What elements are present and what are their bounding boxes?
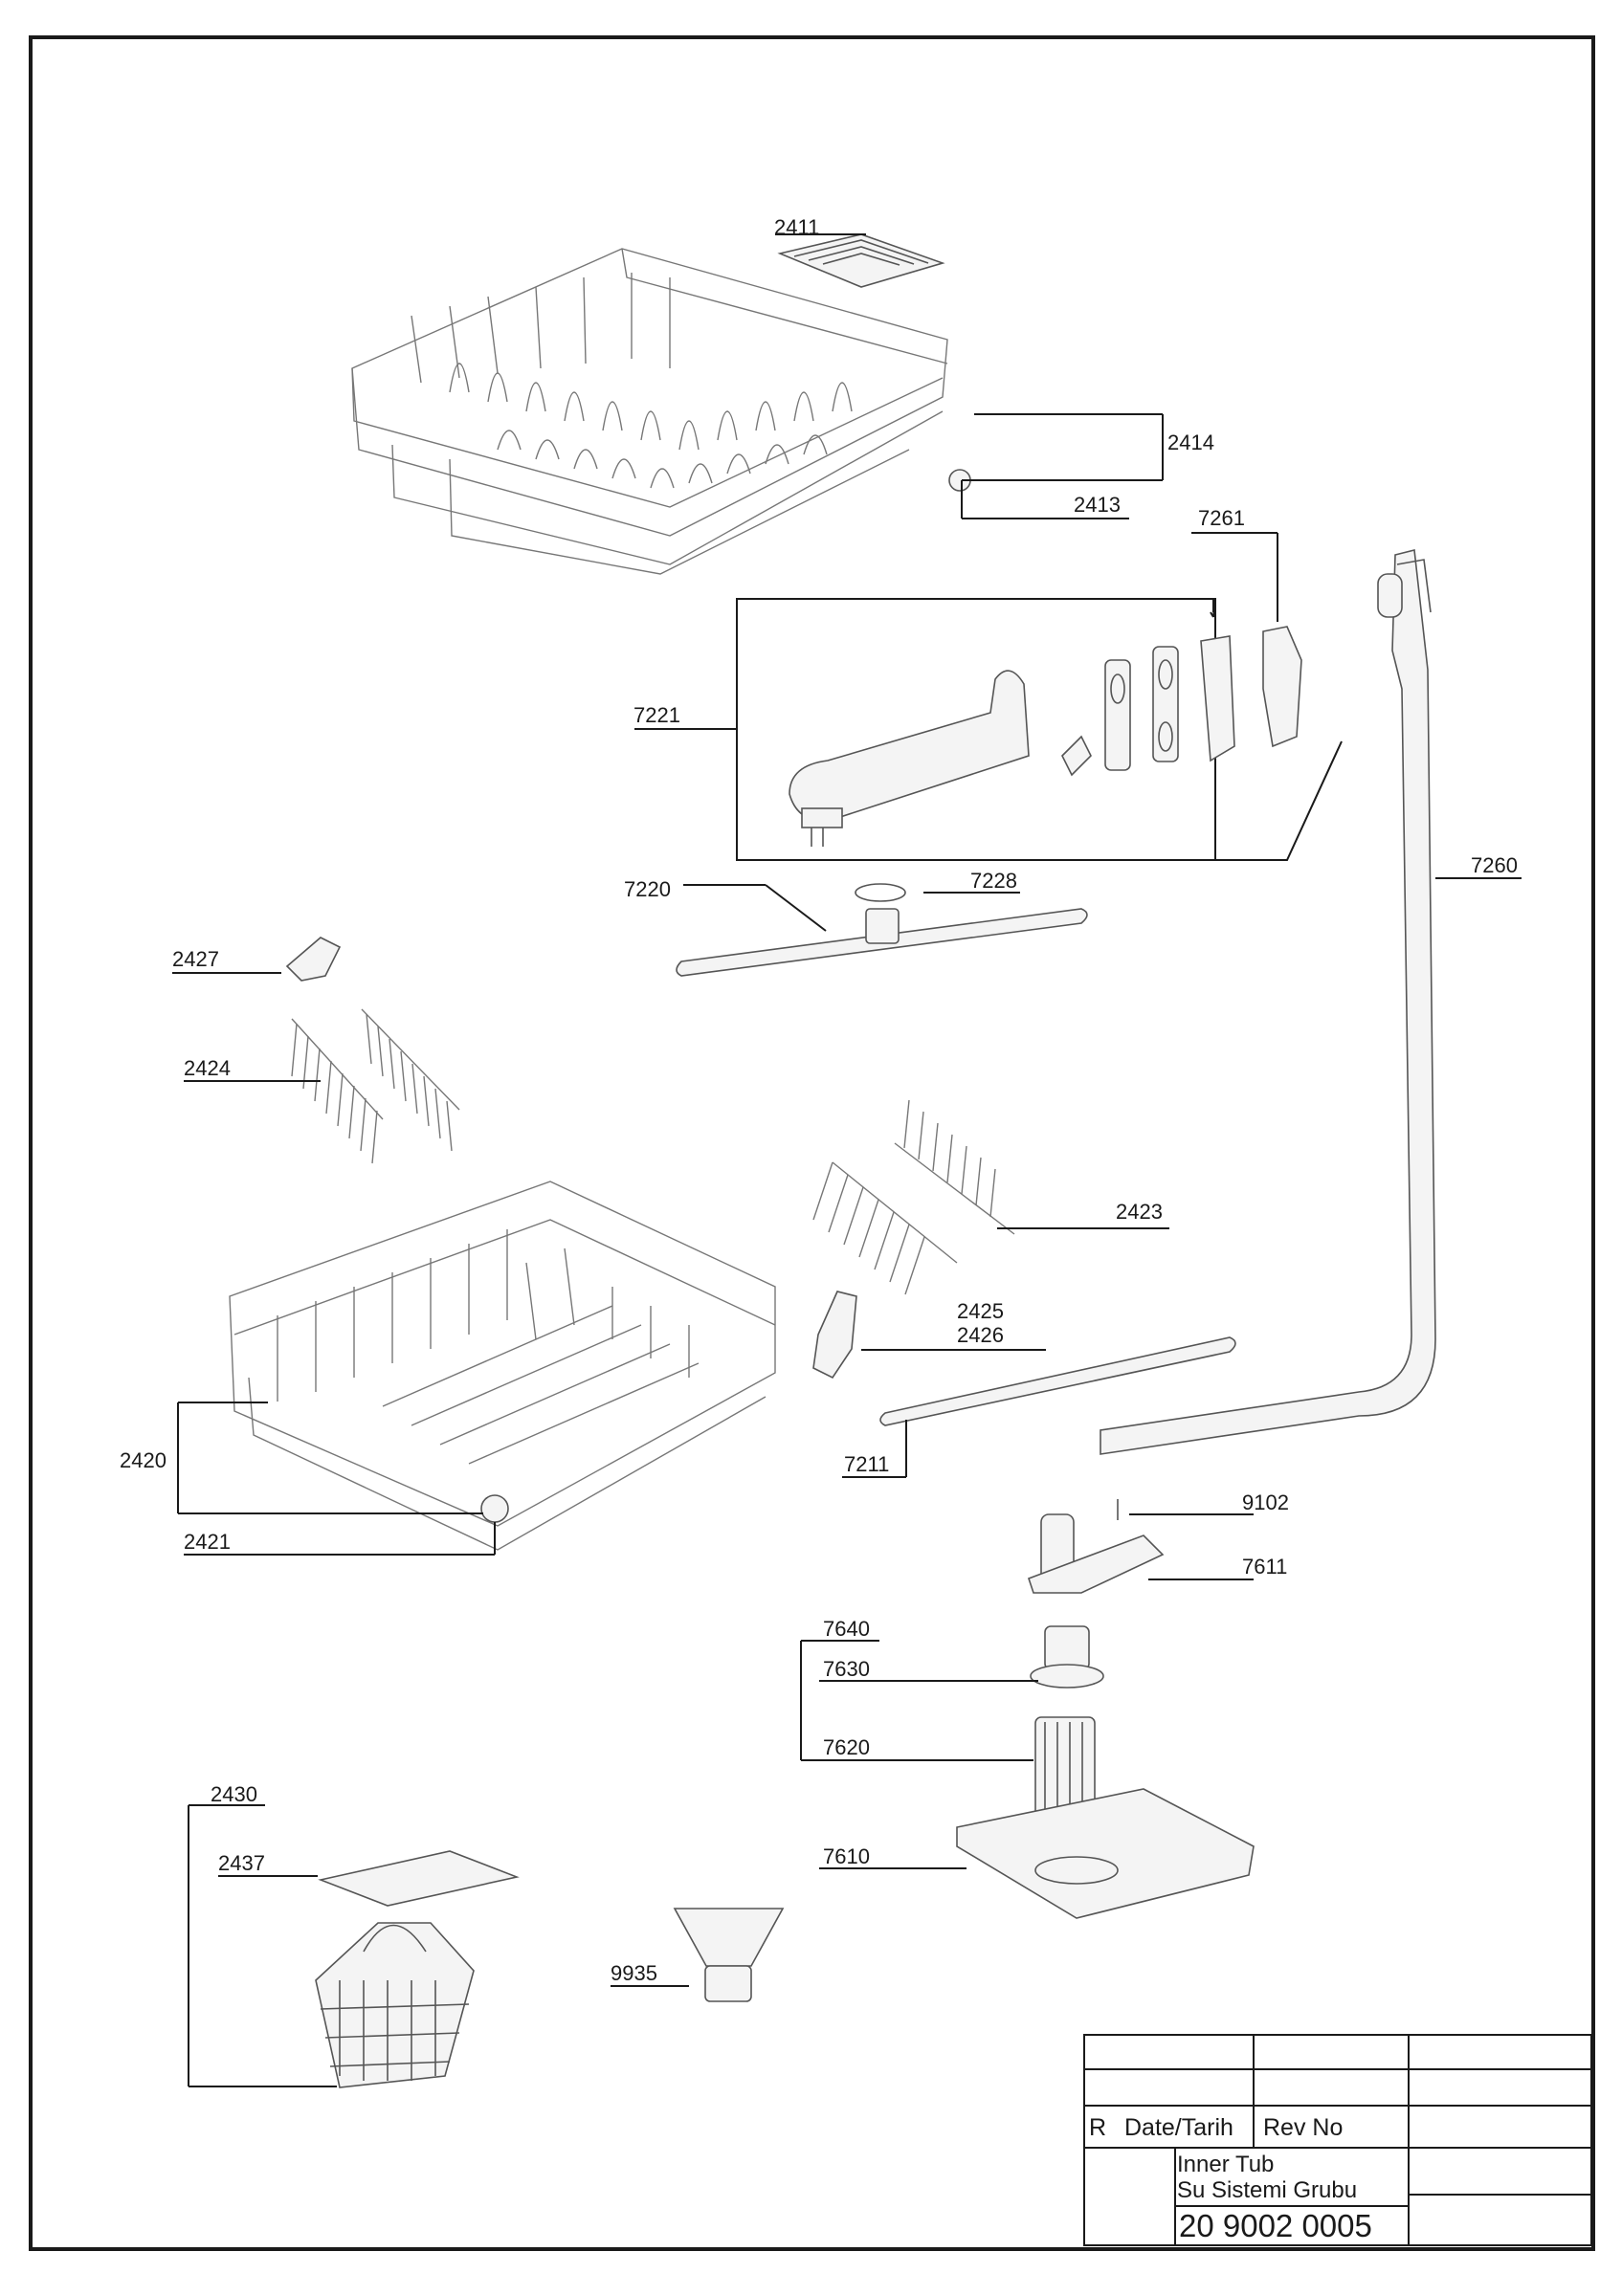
title-block-date: Date/Tarih xyxy=(1124,2114,1233,2141)
title-block-rev: Rev No xyxy=(1263,2114,1343,2141)
label-7611: 7611 xyxy=(1242,1555,1287,1578)
part-2423-tine-rows xyxy=(812,1099,1015,1295)
part-7228-oring xyxy=(855,883,906,902)
part-9935-funnel xyxy=(673,1908,785,2002)
part-7211-lower-spray-arm xyxy=(879,1336,1236,1426)
label-7640: 7640 xyxy=(823,1617,870,1641)
part-7611-sump-cover xyxy=(1027,1513,1165,1594)
label-7620: 7620 xyxy=(823,1735,870,1759)
lower-basket xyxy=(229,1181,776,1551)
title-block: R Date/Tarih Rev No Inner Tub Su Sistemi… xyxy=(1083,2034,1592,2246)
part-2421-wheel xyxy=(480,1494,509,1523)
label-7260: 7260 xyxy=(1471,853,1518,877)
label-2423: 2423 xyxy=(1116,1200,1163,1224)
label-2427: 2427 xyxy=(172,947,219,971)
title-block-name-2: Su Sistemi Grubu xyxy=(1177,2177,1357,2203)
label-7220: 7220 xyxy=(624,877,671,901)
leader-lines xyxy=(172,233,1522,2087)
label-2411: 2411 xyxy=(774,215,819,239)
part-7260-conduit xyxy=(1100,549,1436,1455)
label-7211: 7211 xyxy=(844,1452,889,1476)
upper-basket-tines xyxy=(411,273,853,489)
title-block-number: 20 9002 0005 xyxy=(1179,2208,1372,2243)
part-2424-tine-rows xyxy=(291,1008,460,1164)
label-7228: 7228 xyxy=(970,869,1017,893)
part-7220-upper-spray-arm xyxy=(676,908,1088,977)
label-2430: 2430 xyxy=(211,1782,257,1806)
upper-basket xyxy=(351,248,948,575)
title-block-name-1: Inner Tub xyxy=(1177,2152,1274,2177)
label-2421: 2421 xyxy=(184,1530,231,1554)
part-7640-7630-filter-cap xyxy=(1030,1625,1104,1689)
part-7261-clips xyxy=(1061,626,1302,777)
part-2425-hinge xyxy=(812,1291,857,1380)
label-9102: 9102 xyxy=(1242,1490,1289,1514)
label-7630: 7630 xyxy=(823,1657,870,1681)
part-2437-cutlery-lid xyxy=(318,1850,520,1907)
label-2413: 2413 xyxy=(1074,493,1121,517)
label-7221: 7221 xyxy=(633,703,680,727)
part-labels: 2411 2414 2413 7261 7221 7260 7220 7228 … xyxy=(120,215,1518,1985)
label-2414: 2414 xyxy=(1167,430,1214,454)
label-7261: 7261 xyxy=(1198,506,1245,530)
part-2411-tray xyxy=(777,233,945,288)
title-block-r: R xyxy=(1089,2114,1106,2141)
label-2437: 2437 xyxy=(218,1851,265,1875)
part-7610-filter-plate xyxy=(956,1788,1255,1919)
label-9935: 9935 xyxy=(611,1961,657,1985)
label-2420: 2420 xyxy=(120,1448,167,1472)
part-7221-arm-conduit xyxy=(789,670,1030,847)
label-2426: 2426 xyxy=(957,1323,1004,1347)
label-7610: 7610 xyxy=(823,1844,870,1868)
label-2425: 2425 xyxy=(957,1299,1004,1323)
sheet-border xyxy=(29,35,1595,2251)
part-2427-clip xyxy=(285,937,342,982)
part-2430-cutlery-basket xyxy=(315,1922,475,2088)
label-2424: 2424 xyxy=(184,1056,231,1080)
